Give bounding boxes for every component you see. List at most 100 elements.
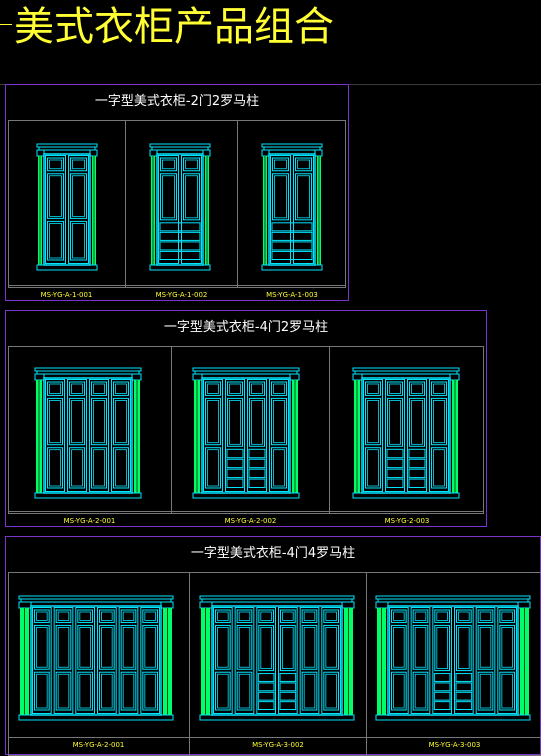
group-title-2: 一字型美式衣柜-4门2罗马柱 (163, 320, 329, 335)
drawer-front (257, 673, 275, 682)
door-panel (34, 624, 50, 670)
door-panel (271, 397, 287, 446)
door-top-panel (91, 381, 107, 396)
base-plinth (36, 264, 98, 271)
door-panel (99, 624, 115, 670)
wardrobe-drawing (149, 143, 211, 271)
door-panel (160, 173, 177, 221)
door-top-panel-inner (185, 159, 198, 170)
door-lower-panel-inner (207, 449, 219, 487)
door-panel (77, 624, 93, 670)
door-top-panel-inner (101, 611, 113, 621)
door-frame (68, 155, 89, 264)
cornice (36, 370, 140, 375)
door-frame (256, 607, 276, 714)
wardrobe-drawing (36, 143, 98, 271)
door-top-panel-inner (297, 159, 310, 170)
door-top-panel (227, 381, 243, 396)
door-top-panel-inner (367, 383, 379, 394)
drawer-front (248, 468, 266, 479)
door-panel-inner (411, 400, 423, 445)
door-top-panel (99, 609, 115, 623)
door-lower-panel-inner (57, 673, 70, 709)
drawer-front (386, 468, 404, 479)
door-top-panel-inner (436, 611, 448, 621)
door-lower-panel-inner (325, 673, 337, 709)
door-frame (363, 379, 383, 492)
drawer-front (248, 448, 266, 459)
door-panel (409, 397, 425, 447)
door-lower-panel (236, 671, 253, 711)
door-top-panel (249, 381, 265, 396)
door-top-panel (456, 609, 472, 623)
door-panel-inner (501, 627, 513, 668)
door-panel (499, 624, 516, 670)
product-code: MS-YG-A-2-001 (63, 517, 116, 525)
door-frame (75, 607, 95, 714)
column-divider (366, 572, 367, 756)
door-panel-inner (297, 175, 310, 219)
door-panel-inner (389, 400, 401, 445)
door-frame (497, 607, 518, 714)
door-panel-inner (36, 627, 48, 668)
drawer-front (433, 682, 451, 692)
door-lower-panel-inner (501, 673, 513, 709)
group-inner-frame-2 (8, 346, 484, 514)
door-frame (213, 607, 233, 714)
drawer-front (455, 691, 473, 701)
door-top-panel-inner (325, 611, 337, 621)
door-frame (181, 155, 202, 264)
column-divider (189, 572, 190, 756)
wardrobe-drawing (261, 143, 323, 271)
door-frame (67, 379, 87, 492)
door-lower-panel-inner (36, 673, 48, 709)
drawer-front (279, 673, 297, 682)
door-frame (111, 379, 131, 492)
drawer-front (433, 691, 451, 701)
column-capital (449, 373, 460, 381)
column-capital (36, 149, 45, 157)
drawer-front (226, 478, 244, 488)
group-panel-3: 一字型美式衣柜-4门4罗马柱 MS-YG-A-2-001 MS-YG-A-3-0… (5, 536, 541, 756)
door-lower-panel-inner (367, 449, 379, 487)
door-panel (323, 624, 340, 670)
door-panel (365, 397, 381, 446)
door-top-panel-inner (273, 383, 285, 394)
drawer-front (257, 691, 275, 701)
cornice (263, 146, 321, 151)
door-top-panel (55, 609, 72, 623)
door-panel-inner (274, 175, 287, 219)
column-capital (261, 149, 270, 157)
door-frame (32, 607, 52, 714)
door-panel-inner (414, 627, 427, 668)
door-panel-inner (238, 627, 251, 668)
column-capital (352, 373, 363, 381)
door-top-panel (47, 381, 63, 396)
door-frame (158, 155, 179, 264)
drawer-front (248, 478, 266, 488)
door-frame (270, 155, 291, 264)
door-frame (454, 607, 474, 714)
door-panel-inner (260, 627, 272, 669)
door-top-panel (391, 609, 407, 623)
door-frame (278, 607, 298, 714)
door-lower-panel (34, 671, 50, 711)
door-panel (456, 624, 472, 672)
door-top-panel-inner (393, 611, 405, 621)
door-frame (89, 379, 109, 492)
door-panel (215, 624, 231, 670)
door-top-panel-inner (479, 611, 492, 621)
door-frame (293, 155, 314, 264)
base-plinth (199, 714, 355, 721)
door-lower-panel-inner (101, 673, 113, 709)
door-frame (429, 379, 449, 492)
door-panel (236, 624, 253, 670)
door-frame (389, 607, 409, 714)
door-top-panel-inner (71, 383, 83, 394)
product-code: MS-YG-A-3-002 (252, 741, 304, 749)
door-lower-panel-inner (49, 449, 61, 487)
door-top-panel (113, 381, 129, 396)
door-top-panel-inner (260, 611, 272, 621)
door-top-panel (215, 609, 231, 623)
door-top-panel-inner (274, 159, 287, 170)
